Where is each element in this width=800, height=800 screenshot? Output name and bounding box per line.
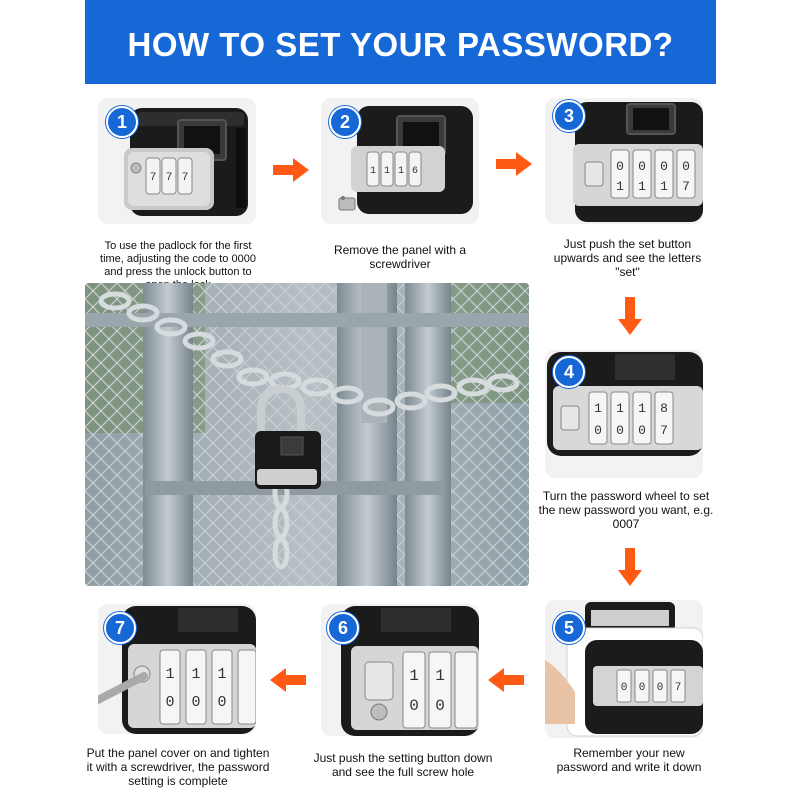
arrow-left-icon [488, 668, 524, 692]
svg-text:0: 0 [409, 697, 419, 715]
svg-text:0: 0 [191, 694, 200, 711]
svg-text:0: 0 [594, 423, 602, 438]
svg-text:1: 1 [217, 666, 226, 683]
step-5-badge: 5 [553, 612, 585, 644]
svg-text:7: 7 [675, 682, 682, 694]
svg-text:0: 0 [682, 159, 690, 174]
arrow-down-icon [618, 297, 642, 335]
svg-text:6: 6 [412, 166, 418, 177]
svg-text:0: 0 [435, 697, 445, 715]
svg-text:7: 7 [660, 423, 668, 438]
header-banner: HOW TO SET YOUR PASSWORD? [85, 0, 716, 84]
svg-text:0: 0 [165, 694, 174, 711]
step-7-caption: Put the panel cover on and tighten it wi… [86, 746, 270, 788]
step-2-badge: 2 [329, 106, 361, 138]
svg-text:1: 1 [594, 401, 602, 416]
svg-text:0: 0 [660, 159, 668, 174]
svg-text:0: 0 [217, 694, 226, 711]
svg-text:0: 0 [638, 159, 646, 174]
step-6-caption: Just push the setting button down and se… [313, 751, 493, 779]
svg-text:1: 1 [616, 401, 624, 416]
step-6-badge: 6 [327, 612, 359, 644]
svg-text:7: 7 [182, 172, 189, 184]
step-2-caption: Remove the panel with a screwdriver [333, 243, 467, 271]
svg-text:1: 1 [398, 166, 404, 177]
step-3-badge: 3 [553, 100, 585, 132]
step-3-caption: Just push the set button upwards and see… [553, 237, 702, 279]
step-1-caption: To use the padlock for the first time, a… [100, 240, 256, 291]
svg-text:8: 8 [660, 401, 668, 416]
svg-text:1: 1 [191, 666, 200, 683]
step-4-caption: Turn the password wheel to set the new p… [538, 489, 714, 531]
svg-text:1: 1 [616, 179, 624, 194]
svg-text:1: 1 [660, 179, 668, 194]
svg-text:0: 0 [621, 682, 628, 694]
arrow-right-icon [273, 158, 309, 182]
svg-text:1: 1 [638, 179, 646, 194]
arrow-left-icon [270, 668, 306, 692]
gate-lock-photo [85, 283, 529, 586]
svg-text:1: 1 [638, 401, 646, 416]
svg-text:0: 0 [616, 423, 624, 438]
svg-text:0: 0 [638, 423, 646, 438]
svg-text:1: 1 [435, 667, 445, 685]
arrow-right-icon [496, 152, 532, 176]
svg-text:0: 0 [639, 682, 646, 694]
arrow-down-icon [618, 548, 642, 586]
svg-text:1: 1 [409, 667, 419, 685]
step-4-badge: 4 [553, 356, 585, 388]
svg-text:1: 1 [165, 666, 174, 683]
step-5-caption: Remember your new password and write it … [556, 746, 702, 774]
page-title: HOW TO SET YOUR PASSWORD? [127, 26, 674, 63]
svg-text:1: 1 [370, 166, 376, 177]
svg-text:1: 1 [384, 166, 390, 177]
svg-text:7: 7 [166, 172, 173, 184]
svg-text:0: 0 [616, 159, 624, 174]
svg-text:7: 7 [150, 172, 157, 184]
step-1-badge: 1 [106, 106, 138, 138]
svg-text:0: 0 [657, 682, 664, 694]
step-7-badge: 7 [104, 612, 136, 644]
svg-text:7: 7 [682, 179, 690, 194]
